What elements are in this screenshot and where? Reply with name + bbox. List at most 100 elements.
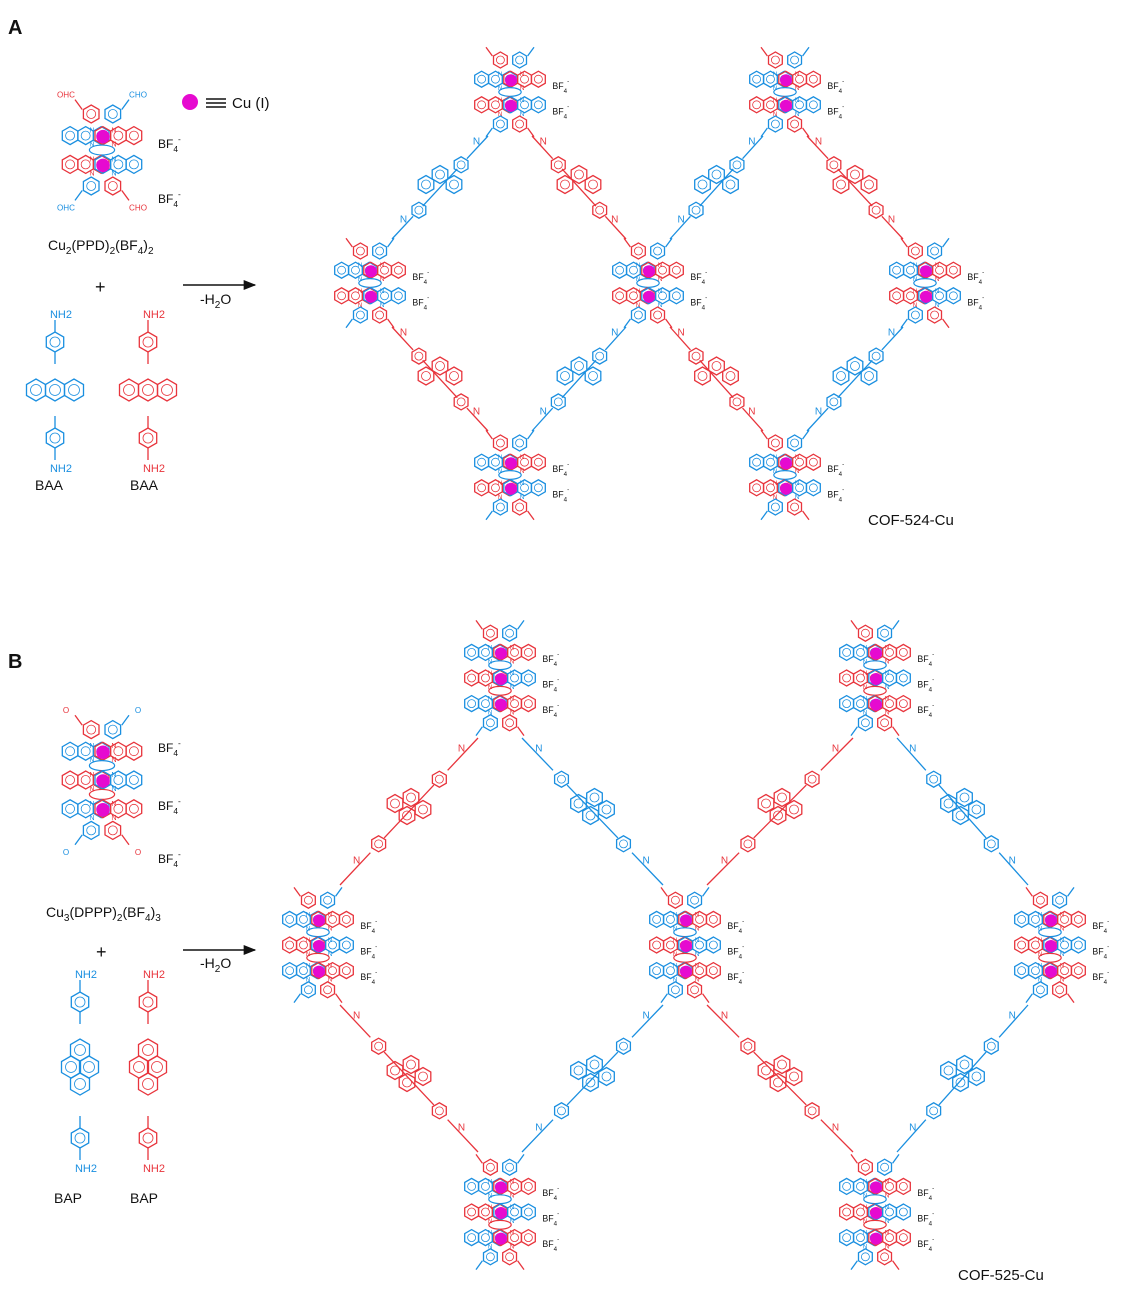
- phenanthroline-ring: [464, 669, 480, 687]
- n-atom-label: N: [510, 710, 515, 717]
- substituent-bond: [121, 190, 130, 201]
- aromatic-circle: [434, 774, 444, 784]
- terminal-phenyl: [667, 981, 683, 999]
- aromatic-circle: [505, 1162, 515, 1172]
- aromatic-circle: [842, 1233, 852, 1242]
- aromatic-circle: [414, 205, 424, 215]
- phenanthroline-ring: [805, 453, 821, 471]
- phenanthroline-ring: [520, 669, 536, 687]
- phenanthroline-ring: [916, 261, 932, 279]
- phenanthroline-ring: [705, 961, 721, 980]
- pyrene-ring: [598, 799, 615, 820]
- amine-label: NH2: [143, 1163, 165, 1175]
- n-atom-label: N: [89, 126, 94, 135]
- n-atom-label: N: [1060, 925, 1065, 932]
- bridging-phenyl: [498, 86, 522, 97]
- aromatic-circle: [510, 699, 519, 708]
- n-atom-label: N: [520, 85, 525, 92]
- subscript: 4: [173, 806, 178, 816]
- n-atom-label: N: [520, 494, 525, 501]
- terminal-phenyl: [320, 981, 336, 999]
- aromatic-circle: [142, 384, 154, 396]
- cu-ion-dot: [96, 129, 110, 144]
- subscript: 4: [979, 304, 983, 311]
- n-atom-label: N: [488, 1178, 493, 1185]
- terminal-phenyl: [787, 115, 803, 133]
- anthracene-ring: [708, 164, 725, 185]
- aromatic-circle: [520, 483, 529, 493]
- aromatic-circle: [880, 628, 889, 638]
- bf4-anion-label: BF4-: [917, 1185, 934, 1202]
- substituent-bond: [892, 726, 900, 736]
- aromatic-circle: [113, 746, 124, 757]
- aromatic-circle: [553, 160, 563, 170]
- aromatic-circle: [65, 1061, 77, 1073]
- superscript: -: [742, 918, 744, 925]
- aromatic-circle: [68, 384, 80, 396]
- amine-label: NH2: [143, 969, 165, 981]
- n-atom-label: N: [773, 97, 778, 104]
- cu-legend-dot: [182, 94, 198, 110]
- n-atom-label: N: [795, 111, 800, 118]
- aromatic-circle: [695, 966, 704, 975]
- n-atom-label: N: [510, 696, 515, 703]
- aromatic-circle: [520, 457, 529, 467]
- bf4-anion-label: BF4-: [158, 796, 181, 816]
- superscript: -: [178, 738, 181, 748]
- n-atom-label: N: [773, 494, 778, 501]
- aromatic-circle: [761, 1065, 771, 1076]
- phenyl-ring: [138, 1127, 158, 1149]
- bf4-anion-label: BF4-: [827, 486, 844, 503]
- aromatic-circle: [959, 1059, 970, 1070]
- aromatic-circle: [107, 724, 118, 735]
- aromatic-circle: [434, 1106, 444, 1116]
- superscript: -: [1107, 944, 1109, 951]
- aromatic-circle: [836, 179, 846, 190]
- n-atom-label: N: [488, 1192, 493, 1199]
- terminal-phenyl: [104, 104, 122, 124]
- bf4-anion-label: BF4-: [542, 677, 559, 694]
- aromatic-circle: [142, 1078, 154, 1090]
- bf4-anion-label: BF4-: [542, 1185, 559, 1202]
- phenanthroline-ring: [501, 96, 517, 114]
- n-atom-label: N: [488, 684, 493, 691]
- subscript: 4: [372, 928, 376, 935]
- aromatic-circle: [129, 159, 139, 170]
- aromatic-circle: [113, 130, 124, 141]
- pyrene-ring: [402, 787, 420, 808]
- phenyl-ring: [983, 1037, 999, 1055]
- n-atom-label: N: [111, 154, 116, 163]
- imine-n-label: N: [540, 407, 547, 418]
- anthracene-ring: [63, 378, 85, 402]
- n-atom-label: N: [520, 468, 525, 475]
- aromatic-circle: [515, 119, 524, 129]
- terminal-phenyl: [787, 51, 803, 69]
- n-atom-label: N: [935, 276, 940, 283]
- substituent-label: O: [63, 706, 69, 715]
- substituent-bond: [517, 1260, 525, 1270]
- aromatic-circle: [83, 1061, 95, 1073]
- n-atom-label: N: [89, 799, 94, 808]
- aromatic-circle: [1073, 940, 1083, 950]
- aromatic-circle: [986, 839, 996, 849]
- n-atom-label: N: [89, 770, 94, 779]
- terminal-phenyl: [300, 981, 316, 999]
- aromatic-circle: [1060, 940, 1069, 950]
- phenyl-ring: [138, 991, 158, 1013]
- n-atom-label: N: [673, 925, 678, 932]
- substituent-label: O: [135, 848, 141, 857]
- aromatic-circle: [355, 246, 365, 256]
- substituent-bond: [660, 993, 668, 1003]
- aromatic-circle: [892, 265, 902, 275]
- subscript: 4: [173, 859, 178, 869]
- cof-linker: NN: [521, 737, 664, 886]
- n-atom-label: N: [328, 925, 333, 932]
- n-atom-label: N: [510, 1230, 515, 1237]
- pyrene-ring: [582, 805, 599, 826]
- phenanthroline-ring: [501, 479, 517, 497]
- bridging-phenyl: [636, 278, 660, 289]
- n-atom-label: N: [695, 911, 700, 918]
- amine-label: NH2: [75, 1163, 97, 1175]
- anthracene-ring: [431, 356, 449, 376]
